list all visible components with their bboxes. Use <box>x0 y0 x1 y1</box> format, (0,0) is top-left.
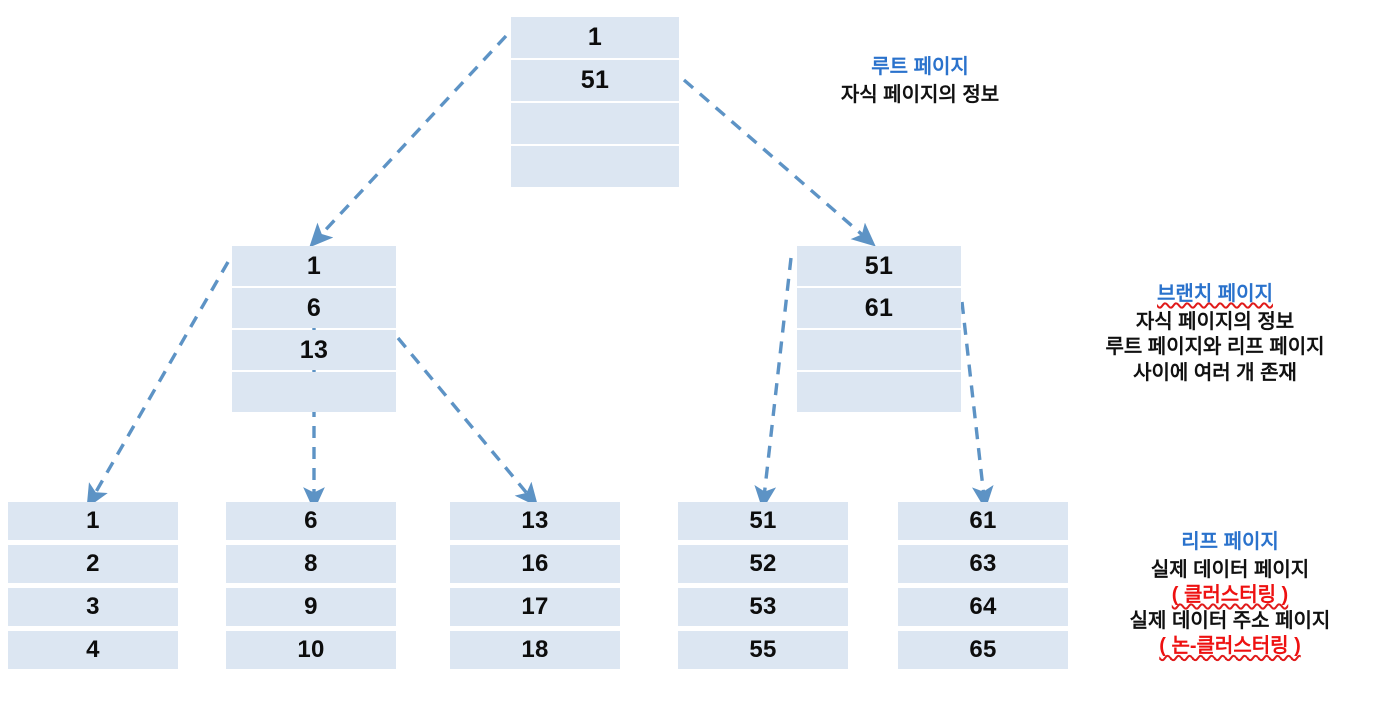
branch-label-line-1: 루트 페이지와 리프 페이지 <box>1105 336 1325 359</box>
leaf-2-cell-1[interactable]: 8 <box>226 545 396 583</box>
leaf-3-cell-1[interactable]: 16 <box>450 545 620 583</box>
branch-page-left-node[interactable]: 1 6 13 <box>232 246 396 414</box>
leaf-5-cell-0[interactable]: 61 <box>898 502 1068 540</box>
branch-left-cell-3[interactable] <box>232 372 396 412</box>
edge-branch-left-to-leaf-1 <box>86 261 230 509</box>
leaf-label-line-3: ( 논-클러스터링 ) <box>1159 635 1301 658</box>
leaf-page-5-node[interactable]: 61 63 64 65 <box>898 502 1068 674</box>
leaf-page-1-node[interactable]: 1 2 3 4 <box>8 502 178 674</box>
branch-right-cell-1[interactable]: 61 <box>797 288 961 328</box>
edge-root-to-branch-left <box>309 34 508 248</box>
leaf-page-2-node[interactable]: 6 8 9 10 <box>226 502 396 674</box>
branch-page-label: 브랜치 페이지 자식 페이지의 정보 루트 페이지와 리프 페이지 사이에 여러… <box>1055 282 1375 386</box>
branch-right-cell-2[interactable] <box>797 330 961 370</box>
leaf-4-cell-3[interactable]: 55 <box>678 631 848 669</box>
edge-branch-left-to-leaf-3 <box>396 336 539 507</box>
leaf-label-line-1: ( 클러스터링 ) <box>1171 584 1289 607</box>
leaf-page-4-node[interactable]: 51 52 53 55 <box>678 502 848 674</box>
leaf-4-cell-1[interactable]: 52 <box>678 545 848 583</box>
leaf-3-cell-3[interactable]: 18 <box>450 631 620 669</box>
branch-page-right-node[interactable]: 51 61 <box>797 246 961 414</box>
branch-right-cell-3[interactable] <box>797 372 961 412</box>
leaf-page-3-node[interactable]: 13 16 17 18 <box>450 502 620 674</box>
leaf-1-cell-2[interactable]: 3 <box>8 588 178 626</box>
leaf-3-cell-0[interactable]: 13 <box>450 502 620 540</box>
leaf-1-cell-1[interactable]: 2 <box>8 545 178 583</box>
leaf-label-heading: 리프 페이지 <box>1181 531 1279 553</box>
leaf-5-cell-1[interactable]: 63 <box>898 545 1068 583</box>
leaf-2-cell-3[interactable]: 10 <box>226 631 396 669</box>
leaf-3-cell-2[interactable]: 17 <box>450 588 620 626</box>
leaf-page-label: 리프 페이지 실제 데이터 페이지 ( 클러스터링 ) 실제 데이터 주소 페이… <box>1085 530 1375 660</box>
root-label-line-0: 자식 페이지의 정보 <box>840 83 1000 106</box>
leaf-label-line-2: 실제 데이터 주소 페이지 <box>1129 609 1331 632</box>
leaf-2-cell-2[interactable]: 9 <box>226 588 396 626</box>
edge-branch-right-to-leaf-4 <box>754 257 793 510</box>
branch-label-heading: 브랜치 페이지 <box>1157 283 1273 305</box>
branch-left-cell-2[interactable]: 13 <box>232 330 396 370</box>
root-label-heading: 루트 페이지 <box>871 56 969 78</box>
leaf-5-cell-3[interactable]: 65 <box>898 631 1068 669</box>
leaf-2-cell-0[interactable]: 6 <box>226 502 396 540</box>
branch-left-cell-0[interactable]: 1 <box>232 246 396 286</box>
root-cell-3[interactable] <box>511 146 679 187</box>
root-page-node[interactable]: 1 51 <box>511 17 679 189</box>
branch-label-line-0: 자식 페이지의 정보 <box>1135 310 1295 333</box>
root-cell-0[interactable]: 1 <box>511 17 679 58</box>
leaf-5-cell-2[interactable]: 64 <box>898 588 1068 626</box>
root-cell-2[interactable] <box>511 103 679 144</box>
branch-right-cell-0[interactable]: 51 <box>797 246 961 286</box>
leaf-4-cell-0[interactable]: 51 <box>678 502 848 540</box>
leaf-1-cell-3[interactable]: 4 <box>8 631 178 669</box>
root-cell-1[interactable]: 51 <box>511 60 679 101</box>
branch-label-line-2: 사이에 여러 개 존재 <box>1133 361 1297 384</box>
branch-left-cell-1[interactable]: 6 <box>232 288 396 328</box>
root-page-label: 루트 페이지 자식 페이지의 정보 <box>760 55 1080 108</box>
leaf-label-line-0: 실제 데이터 페이지 <box>1150 558 1310 581</box>
edge-branch-right-to-leaf-5 <box>960 301 994 510</box>
leaf-4-cell-2[interactable]: 53 <box>678 588 848 626</box>
leaf-1-cell-0[interactable]: 1 <box>8 502 178 540</box>
